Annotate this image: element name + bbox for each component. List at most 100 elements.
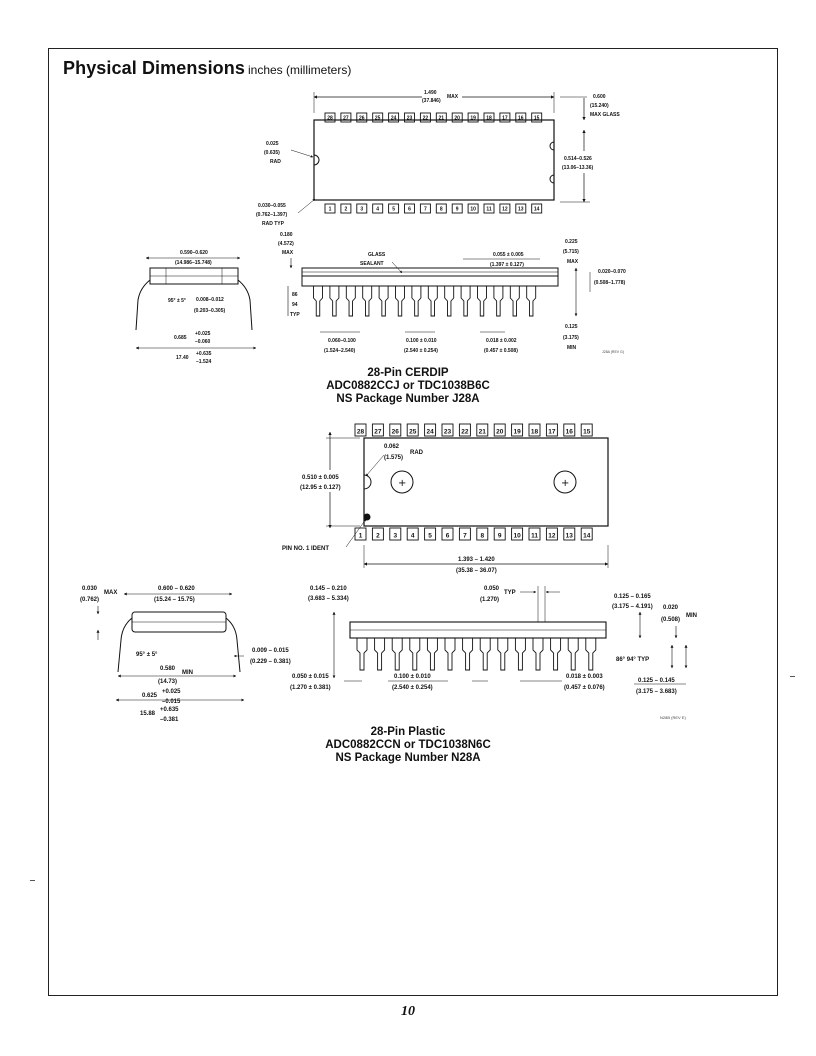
- pin-box: [467, 203, 479, 214]
- pin-number: 26: [359, 116, 365, 122]
- pin-number: 20: [454, 116, 460, 122]
- pin-number: 9: [456, 207, 459, 213]
- pin-box: [483, 203, 495, 214]
- pin-number: 28: [357, 429, 365, 436]
- pin-number: 10: [470, 207, 476, 213]
- plastic-end-in: 0.030: [82, 586, 98, 592]
- plastic-seat-in: 0.125 – 0.165: [614, 594, 651, 600]
- pin-box: [340, 112, 352, 123]
- cerdip-seat-mm: (5.715): [563, 249, 579, 255]
- pin-box: [356, 203, 368, 214]
- pin-number: 19: [513, 429, 521, 436]
- cerdip-caption-line1: 28-Pin CERDIP: [367, 367, 449, 379]
- cerdip-side-marks: [549, 141, 555, 184]
- pin-box: [545, 423, 558, 437]
- pin-box: [531, 112, 543, 123]
- title-units: inches (millimeters): [247, 63, 352, 77]
- pin-number: 6: [408, 207, 411, 213]
- plastic-row-min-mm: (14.73): [158, 679, 177, 685]
- plastic-span-mm-a: +0.635: [160, 707, 179, 713]
- pin-box: [515, 112, 527, 123]
- pin-box: [476, 527, 489, 541]
- lead: [493, 286, 504, 317]
- pin-box: [419, 112, 431, 123]
- pin-number: 2: [376, 533, 380, 540]
- lead: [532, 638, 544, 671]
- pin-box: [458, 423, 471, 437]
- pin-box: [441, 423, 454, 437]
- pin-number: 21: [439, 116, 445, 122]
- pin-number: 18: [531, 429, 539, 436]
- pin-box: [371, 423, 384, 437]
- cerdip-body-w-mm: (13.06–13.36): [562, 165, 593, 171]
- cerdip-rad-in: 0.025: [266, 141, 279, 147]
- plastic-notch: [363, 474, 372, 490]
- pin-number: 23: [407, 116, 413, 122]
- cerdip-height-max: MAX: [282, 250, 294, 256]
- pin-box: [451, 112, 463, 123]
- cerdip-thk-mm: (0.203–0.305): [194, 308, 225, 314]
- lead: [426, 638, 438, 671]
- pin-number: 15: [534, 116, 540, 122]
- cerdip-rad-mm: (0.635): [264, 150, 280, 156]
- pin-number: 18: [486, 116, 492, 122]
- pin-box: [371, 527, 384, 541]
- title-text: Physical Dimensions: [63, 58, 245, 78]
- plastic-width-mm: (12.95 ± 0.127): [300, 485, 341, 491]
- cerdip-angle-typ: TYP: [290, 312, 300, 318]
- pin-number: 7: [424, 207, 427, 213]
- cerdip-height-mm: (4.572): [278, 241, 294, 247]
- pin-number: 14: [534, 207, 540, 213]
- cerdip-span-tol-a: +0.025: [195, 331, 211, 337]
- plastic-rad-mm: (1.575): [384, 455, 403, 461]
- pin-box: [580, 527, 593, 541]
- lead: [585, 638, 597, 671]
- pin-box: [406, 527, 419, 541]
- lead: [356, 638, 368, 671]
- page-number: 10: [401, 1004, 415, 1019]
- lead: [462, 638, 474, 671]
- pin-box: [499, 112, 511, 123]
- pin-number: 8: [480, 533, 484, 540]
- plastic-pitch-mm: (2.540 ± 0.254): [392, 685, 433, 691]
- plastic-lead-len-in: 0.125 – 0.145: [638, 678, 675, 684]
- pin-number: 22: [461, 429, 469, 436]
- pin-box: [531, 203, 543, 214]
- cerdip-corner-label: RAD TYP: [262, 221, 285, 227]
- pin-box: [483, 112, 495, 123]
- plastic-angle-86: 86° 94° TYP: [616, 657, 649, 663]
- lead: [526, 286, 537, 317]
- cerdip-min-mm: (3.175): [563, 335, 579, 341]
- plastic-row-mm: (15.24 – 15.75): [154, 597, 195, 603]
- pin-number: 14: [583, 533, 591, 540]
- pin-box: [404, 112, 415, 123]
- plastic-typ-mm: (1.270): [480, 597, 499, 603]
- plastic-end-mm: (0.762): [80, 597, 99, 603]
- cerdip-rev: J28A (REV G): [602, 350, 624, 354]
- pin-box: [424, 423, 437, 437]
- pin-number: 9: [498, 533, 502, 540]
- pin-box: [458, 527, 471, 541]
- label-mask: [422, 87, 462, 105]
- pin-number: 26: [392, 429, 400, 436]
- pin-number: 7: [463, 533, 467, 540]
- pin-box: [499, 203, 511, 214]
- cerdip-span-mm: 17.40: [176, 355, 189, 361]
- plastic-rev: N28B (REV E): [660, 715, 686, 720]
- pin-number: 23: [444, 429, 452, 436]
- margin-mark: [30, 880, 35, 881]
- cerdip-end-view: 0.590–0.620 (14.986–15.748) 95° ± 5° 0.0…: [135, 250, 257, 365]
- margin-mark: [790, 676, 795, 677]
- pin-box: [424, 527, 437, 541]
- pin-box: [354, 423, 367, 437]
- cerdip-pitch-in: 0.100 ± 0.010: [406, 338, 437, 344]
- lead: [374, 638, 386, 671]
- cerdip-length-max: MAX: [447, 94, 459, 100]
- pin1-dot: [363, 513, 371, 521]
- pin-number: 12: [548, 533, 556, 540]
- label-mask: [300, 470, 352, 492]
- plastic-lead-len-mm: (3.175 – 3.683): [636, 689, 677, 695]
- plastic-width-in: 0.510 ± 0.005: [302, 475, 339, 481]
